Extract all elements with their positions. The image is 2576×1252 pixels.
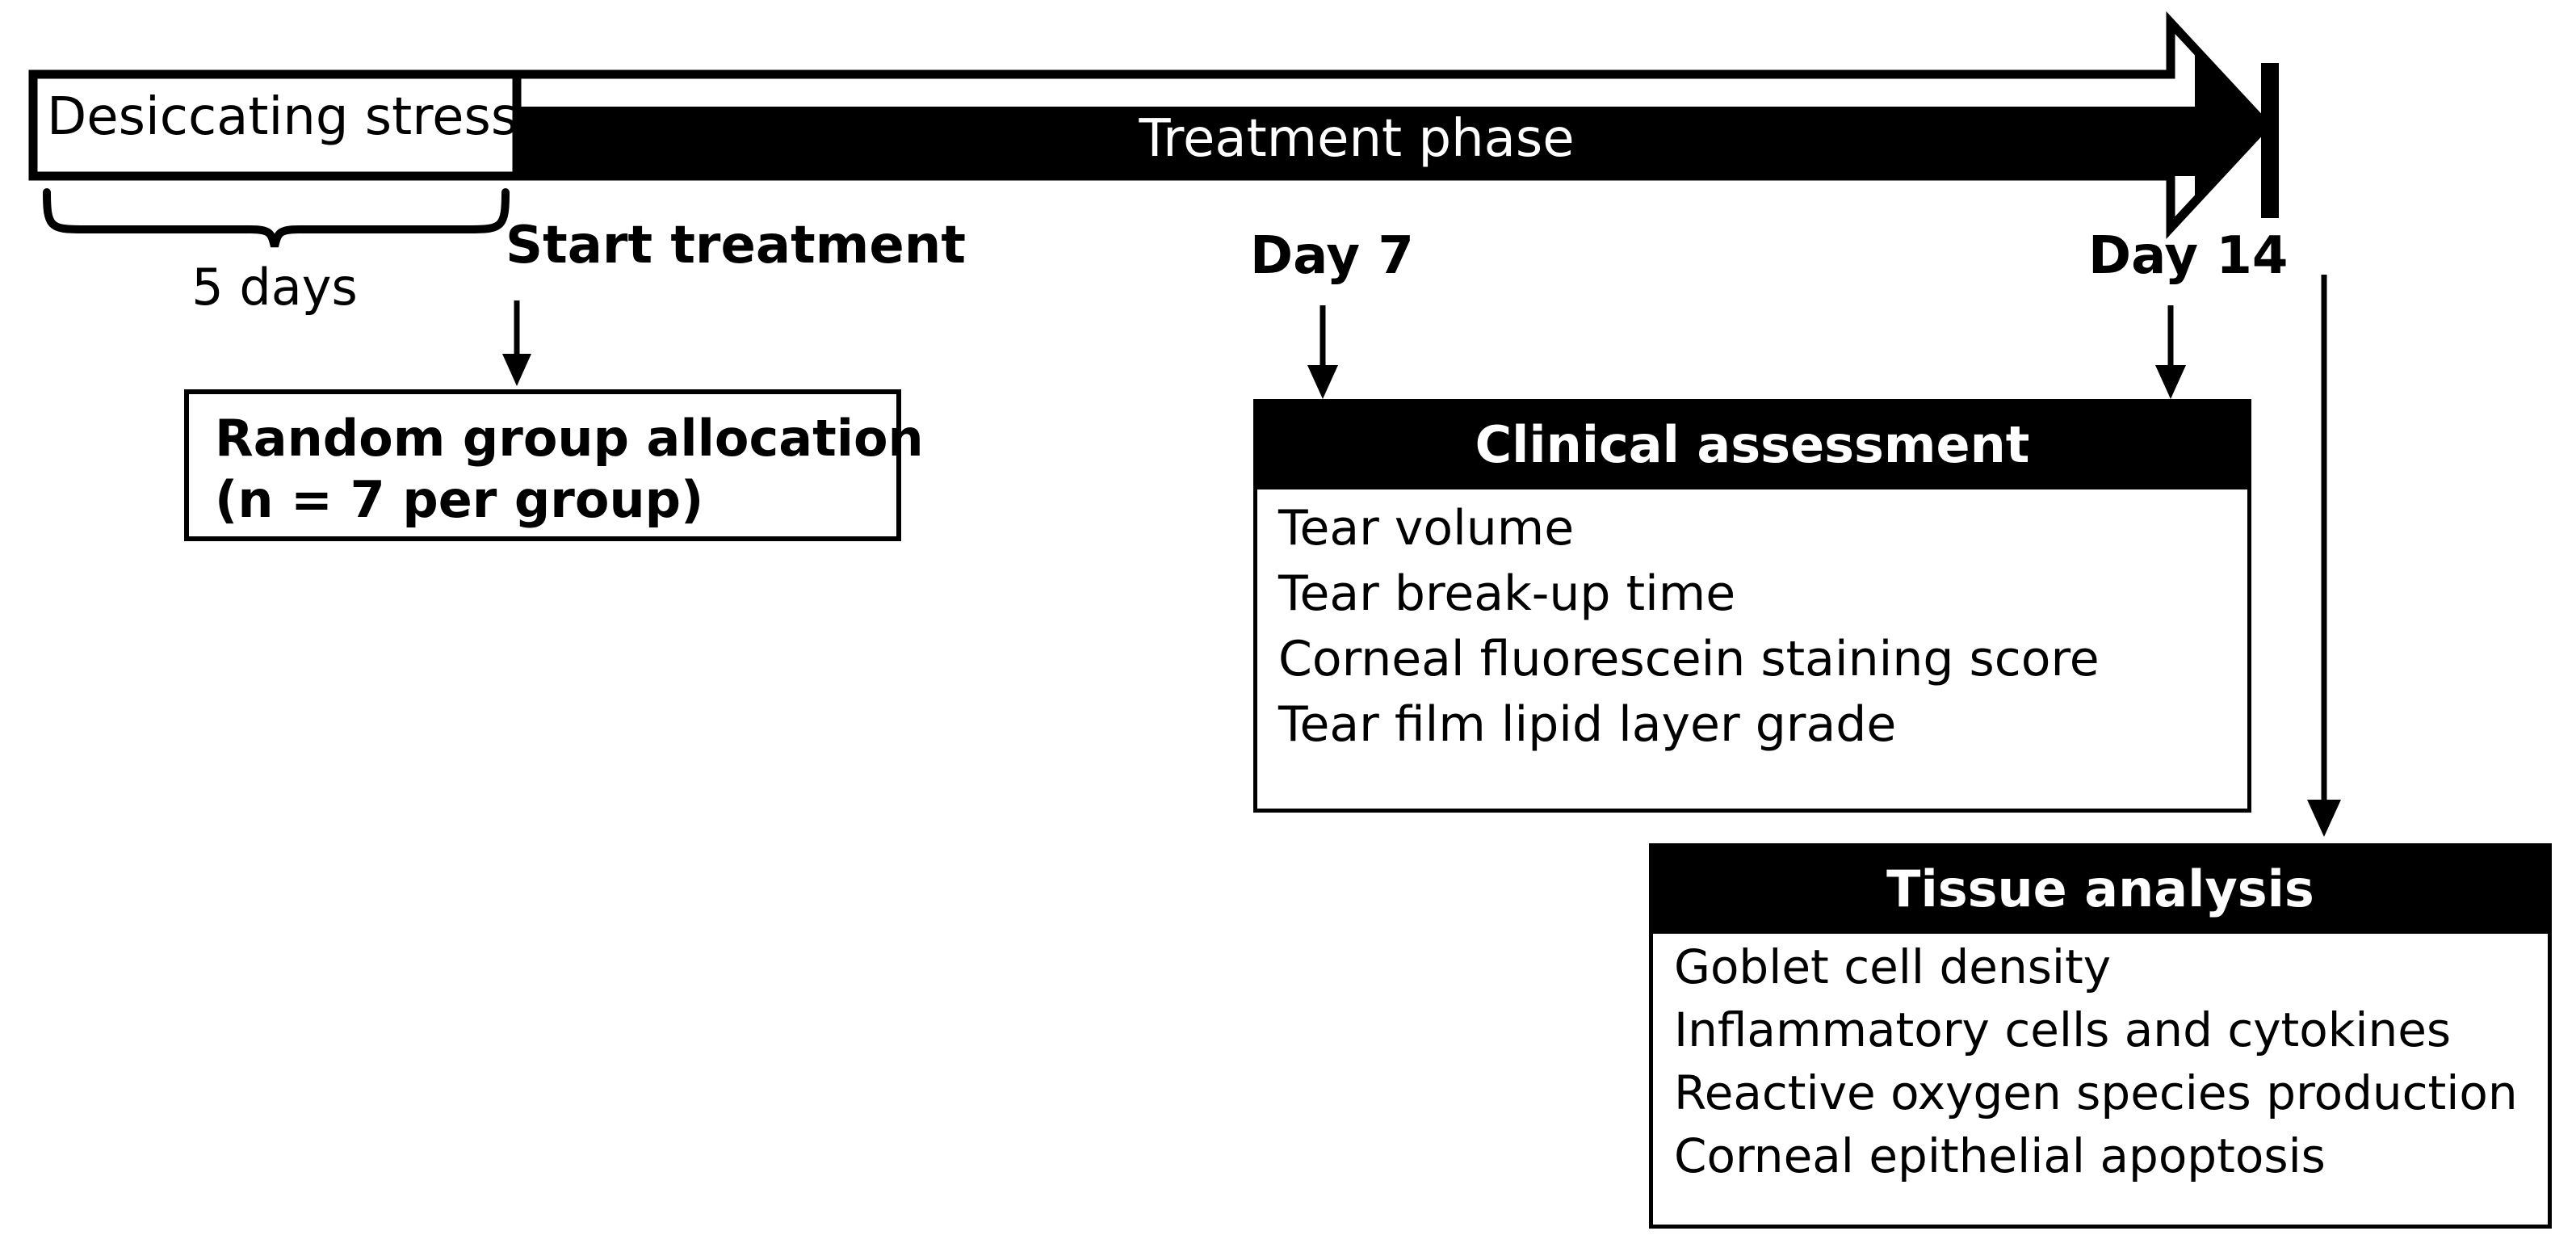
- clinical-assessment-panel: Clinical assessment Tear volume Tear bre…: [1253, 399, 2251, 813]
- tissue-analysis-panel: Tissue analysis Goblet cell density Infl…: [1649, 843, 2552, 1229]
- milestone-day7-label: Day 7: [1250, 226, 1414, 286]
- clinical-assessment-title: Clinical assessment: [1253, 399, 2251, 489]
- start-treatment-connector: [502, 300, 531, 386]
- random-group-allocation-line-1: Random group allocation: [215, 409, 924, 468]
- list-item: Tear film lipid layer grade: [1278, 696, 1897, 753]
- day7-connector: [1307, 305, 1338, 399]
- timeline-end-bar: [2261, 63, 2279, 218]
- tissue-analysis-title: Tissue analysis: [1649, 843, 2552, 934]
- random-group-allocation-line-2: (n = 7 per group): [215, 470, 704, 529]
- random-group-allocation-box: Random group allocation (n = 7 per group…: [184, 389, 924, 541]
- list-item: Tear volume: [1278, 500, 1575, 557]
- list-item: Reactive oxygen species production: [1674, 1065, 2518, 1120]
- five-days-brace: [43, 188, 510, 248]
- tissue-analysis-connector: [2307, 275, 2341, 837]
- list-item: Inflammatory cells and cytokines: [1674, 1002, 2452, 1057]
- day14-connector: [2155, 305, 2186, 399]
- treatment-phase-label: Treatment phase: [1139, 109, 1575, 169]
- list-item: Corneal fluorescein staining score: [1278, 631, 2100, 687]
- desiccating-stress-label: Desiccating stress: [47, 87, 518, 147]
- list-item: Goblet cell density: [1674, 939, 2112, 994]
- five-days-duration-label: 5 days: [191, 258, 358, 317]
- tissue-analysis-list: Goblet cell density Inflammatory cells a…: [1649, 934, 2552, 1229]
- milestone-start-treatment-label: Start treatment: [506, 216, 966, 275]
- clinical-assessment-list: Tear volume Tear break-up time Corneal f…: [1253, 489, 2251, 813]
- list-item: Tear break-up time: [1278, 565, 1736, 622]
- milestone-day14-label: Day 14: [2088, 226, 2289, 286]
- list-item: Corneal epithelial apoptosis: [1674, 1128, 2326, 1183]
